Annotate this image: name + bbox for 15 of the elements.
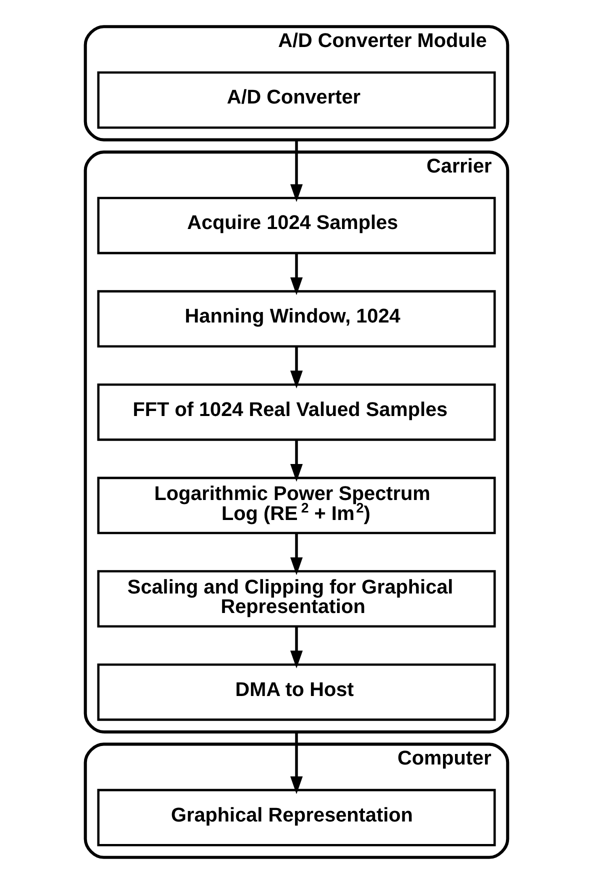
- node-box: DMA to Host: [96, 663, 496, 721]
- arrow: [290, 253, 302, 296]
- arrow: [290, 440, 302, 482]
- arrow: [290, 626, 302, 668]
- node-box: Hanning Window, 1024: [96, 290, 496, 348]
- node-box: Scaling and Clipping for Graphical Representation: [96, 570, 496, 628]
- node-box: A/D Converter: [96, 71, 496, 129]
- arrow: [290, 346, 302, 388]
- arrow: [290, 140, 302, 202]
- node-box: Graphical Representation: [96, 788, 496, 846]
- arrow: [290, 732, 302, 794]
- node-box: FFT of 1024 Real Valued Samples: [96, 383, 496, 441]
- node-box: Logarithmic Power Spectrum Log (RE$^{2}$ + Im$^{2}$): [96, 476, 496, 534]
- node-box: Acquire 1024 Samples: [96, 196, 496, 254]
- arrow: [290, 533, 302, 576]
